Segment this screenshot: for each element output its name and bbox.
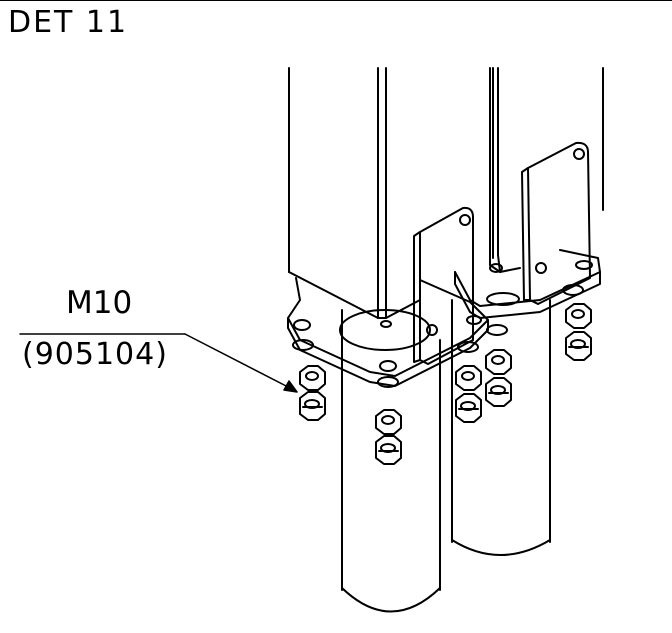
back-bracket — [521, 141, 591, 305]
callout-part-number: (905104) — [22, 337, 168, 372]
nut-stack-2 — [375, 409, 402, 465]
nut-stack-5 — [565, 303, 592, 361]
front-column — [288, 67, 494, 319]
top-border-line — [0, 0, 672, 1]
nut-stack-3 — [455, 365, 482, 423]
nut-stack-4 — [485, 349, 512, 407]
back-tube — [451, 299, 551, 556]
nut-stack-1 — [299, 365, 326, 421]
front-tube — [341, 309, 441, 613]
front-bracket — [413, 206, 474, 365]
front-base-plate — [287, 277, 489, 387]
detail-title: DET 11 — [8, 5, 129, 40]
callout-leader — [19, 333, 298, 393]
callout-size-label: M10 — [66, 285, 133, 321]
washers — [292, 284, 584, 388]
back-column — [489, 67, 604, 273]
